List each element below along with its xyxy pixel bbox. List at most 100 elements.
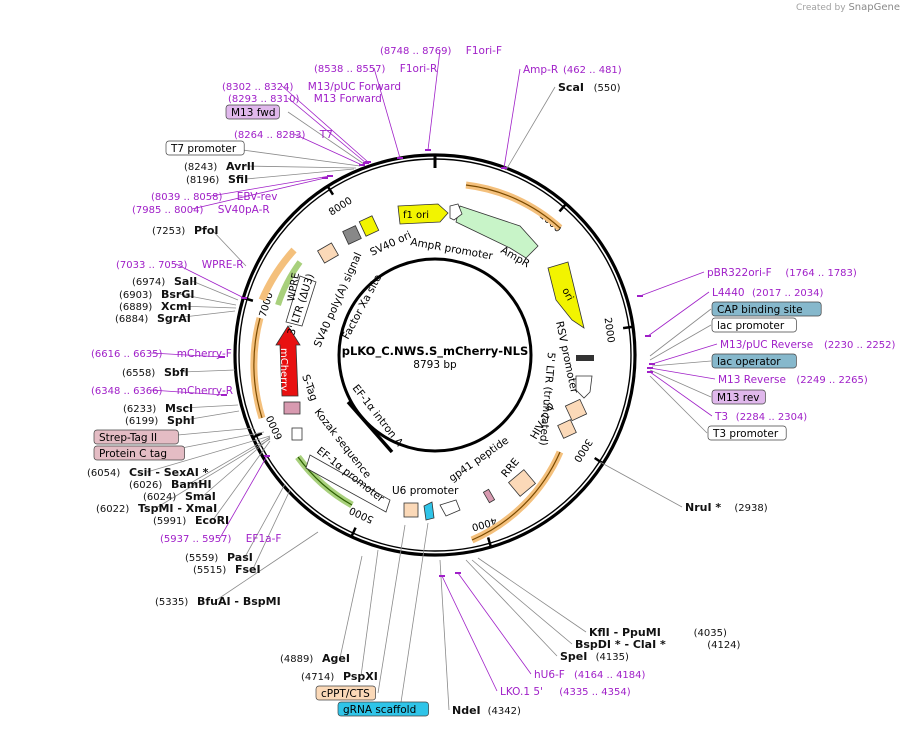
label-leader	[188, 436, 271, 485]
map-label-enzyme[interactable]: (6026)BamHI	[129, 478, 212, 491]
map-label-primer[interactable]: (6616 .. 6635)mCherry-F	[91, 348, 232, 360]
grna-scaffold-box[interactable]	[423, 501, 435, 521]
map-label-enzyme[interactable]: (5515)FseI	[193, 563, 261, 576]
map-label-primer[interactable]: (6348 .. 6366)mCherry-R	[91, 385, 233, 397]
feature-arc-green-2[interactable]	[275, 260, 303, 306]
f1-ori-arrow[interactable]	[397, 203, 449, 225]
label-text: Strep-Tag II	[99, 432, 157, 444]
cppt-box[interactable]	[403, 502, 419, 518]
wpre-box[interactable]	[285, 275, 317, 327]
label-range: (7985 .. 8004)	[132, 205, 204, 216]
map-label-box[interactable]: lac operator	[711, 353, 797, 369]
map-label-enzyme[interactable]: (5335)BfuAI - BspMI	[155, 595, 281, 608]
map-label-primer[interactable]: M13/pUC Reverse(2230 .. 2252)	[649, 339, 896, 365]
map-label-primer[interactable]: (8264 .. 8283)T7	[234, 129, 365, 166]
feature-arc-upperleft[interactable]	[258, 247, 297, 302]
label-text: SphI	[167, 414, 195, 427]
label-leader	[439, 559, 450, 711]
map-label-enzyme[interactable]: (6884)SgrAI	[115, 312, 191, 325]
map-label-primer[interactable]: (5937 .. 5957)EF1a-F	[160, 455, 282, 545]
label-leader	[244, 483, 286, 558]
map-label-primer[interactable]: LKO.1 5'(4335 .. 4354)	[439, 575, 631, 698]
map-label-enzyme[interactable]: (5559)PasI	[185, 551, 253, 564]
map-label-box[interactable]: gRNA scaffold	[337, 701, 429, 717]
map-label-primer[interactable]: hU6-F(4164 .. 4184)	[455, 572, 646, 681]
ltr5-box[interactable]	[564, 398, 588, 422]
u6-promoter-arrow[interactable]	[439, 499, 461, 517]
ef1a-intron-bar[interactable]	[346, 400, 394, 454]
map-label-enzyme[interactable]: (7253)PfoI	[152, 224, 219, 237]
map-label-enzyme[interactable]: (6233)MscI	[123, 402, 193, 415]
map-label-enzyme[interactable]: BspDI * - ClaI *(4124)	[575, 638, 741, 651]
map-label-enzyme[interactable]: (6022)TspMI - XmaI	[96, 502, 217, 515]
map-label-box[interactable]: T7 promoter	[165, 140, 245, 156]
map-label-enzyme[interactable]: (4889)AgeI	[280, 652, 350, 665]
ef1a-promoter-arrow[interactable]	[305, 454, 391, 513]
ltr3-box[interactable]	[317, 242, 339, 264]
feature-arc-top-line	[465, 184, 561, 229]
label-text: T3 promoter	[712, 428, 779, 440]
map-label-box[interactable]: M13 rev	[711, 389, 766, 405]
map-label-primer[interactable]: (8039 .. 8058)EBV-rev	[151, 175, 333, 203]
map-label-enzyme[interactable]: (6889)XcmI	[119, 300, 192, 313]
map-label-primer[interactable]: L4440(2017 .. 2034)	[645, 287, 824, 337]
label-leader	[649, 369, 712, 398]
plasmid-name: pLKO_C.NWS.S_mCherry-NLS	[342, 344, 529, 359]
mcherry-arrow[interactable]	[275, 325, 301, 397]
map-label-primer[interactable]: T3(2284 .. 2304)	[647, 371, 807, 423]
label-text: EF1a-F	[246, 533, 282, 545]
tick-label: 2000	[602, 317, 616, 344]
map-label-box[interactable]: cPPT/CTS	[315, 685, 376, 701]
map-label-enzyme[interactable]: (4714)PspXI	[301, 670, 378, 683]
hiv-psi-box[interactable]	[557, 419, 577, 439]
map-label-enzyme[interactable]: (5991)EcoRI	[153, 514, 229, 527]
map-label-enzyme[interactable]: NruI *(2938)	[685, 501, 768, 514]
ori-arrow[interactable]	[547, 261, 585, 329]
map-label-enzyme[interactable]: (6903)BsrGI	[119, 288, 194, 301]
map-label-enzyme[interactable]: NdeI(4342)	[452, 704, 521, 717]
map-label-enzyme[interactable]: (8196)SfiI	[186, 173, 248, 186]
map-label-box[interactable]: CAP binding site	[711, 301, 822, 317]
map-label-primer[interactable]: (8538 .. 8557)F1ori-R	[314, 63, 437, 159]
map-label-primer[interactable]: pBR322ori-F(1764 .. 1783)	[637, 267, 857, 297]
label-text: M13 fwd	[231, 107, 276, 119]
label-box	[337, 701, 429, 717]
map-label-enzyme[interactable]: (6024)SmaI	[143, 490, 216, 503]
label-leader	[457, 572, 532, 675]
map-label-enzyme[interactable]: KflI - PpuMI(4035)	[589, 626, 727, 639]
map-label-enzyme[interactable]: SpeI(4135)	[560, 650, 629, 663]
map-label-primer[interactable]: (7033 .. 7053)WPRE-R	[116, 259, 247, 299]
gp41-box[interactable]	[482, 488, 496, 504]
lac-cluster[interactable]	[576, 355, 594, 361]
f1-ori-label: f1 ori	[403, 210, 429, 221]
map-label-enzyme[interactable]: (6558)SbfI	[122, 366, 189, 379]
label-text: SbfI	[164, 366, 189, 379]
map-label-primer[interactable]: Amp-R(462 .. 481)	[501, 64, 622, 169]
label-text: T3	[714, 411, 728, 423]
map-label-box[interactable]: Strep-Tag II	[93, 429, 179, 445]
rsv-promoter-arrow[interactable]	[575, 375, 593, 399]
map-label-enzyme[interactable]: ScaI(550)	[558, 81, 621, 94]
map-label-primer[interactable]: M13 Reverse(2249 .. 2265)	[647, 367, 868, 386]
ampr-promoter-arrow[interactable]	[449, 203, 463, 221]
label-box	[165, 140, 245, 156]
stag-box[interactable]	[283, 401, 301, 415]
map-label-primer[interactable]: (8293 .. 8310)M13 Forward	[228, 93, 382, 164]
sv40-ori-box[interactable]	[358, 215, 380, 237]
rre-box[interactable]	[507, 469, 537, 497]
map-label-primer[interactable]: (8748 .. 8769)F1ori-F	[380, 45, 502, 151]
map-label-primer[interactable]: (7985 .. 8004)SV40pA-R	[132, 177, 328, 216]
map-label-enzyme[interactable]: (6054)CsiI - SexAI *	[87, 466, 209, 479]
sv40-polya-box[interactable]	[342, 225, 362, 245]
kozak-box[interactable]	[291, 427, 303, 441]
ampr-arrow[interactable]	[455, 205, 539, 259]
map-label-enzyme[interactable]: (6199)SphI	[125, 414, 195, 427]
label-position: (4135)	[596, 652, 629, 663]
map-label-box[interactable]: Protein C tag	[93, 445, 185, 461]
map-label-box[interactable]: lac promoter	[711, 317, 797, 333]
map-label-box[interactable]: M13 fwd	[225, 104, 280, 120]
label-position: (4714)	[301, 672, 334, 683]
map-label-enzyme[interactable]: (6974)SalI	[132, 275, 197, 288]
map-label-box[interactable]: T3 promoter	[707, 425, 787, 441]
map-label-enzyme[interactable]: (8243)AvrII	[184, 160, 255, 173]
